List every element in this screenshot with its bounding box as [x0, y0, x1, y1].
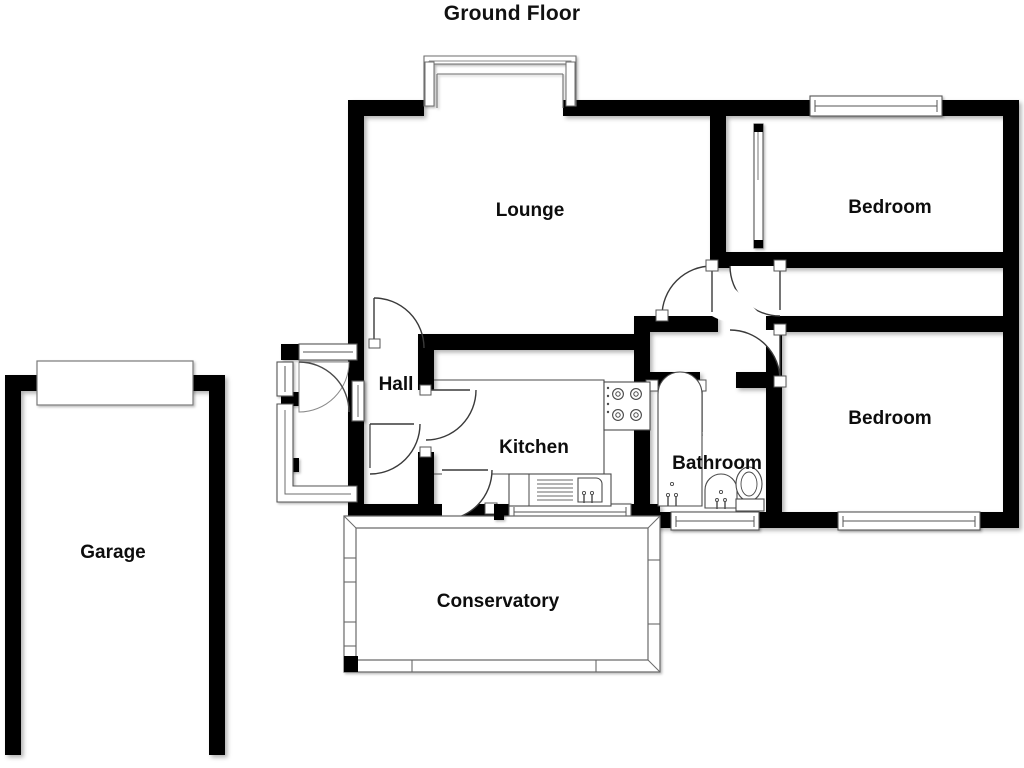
door-hall-lower	[369, 423, 421, 475]
room-label-kitchen: Kitchen	[499, 437, 569, 458]
bathroom-window	[670, 511, 760, 531]
wall-lobby-west	[710, 116, 726, 260]
wall-corridor-south-right	[736, 372, 782, 388]
door-lounge-lobby	[655, 259, 762, 323]
wall-bathroom-bedroom2	[766, 388, 782, 528]
wall-lobby-south-left	[634, 316, 718, 332]
lobby-partition-line	[753, 123, 764, 249]
page-title: Ground Floor	[443, 2, 581, 25]
wall-bedroom2-north	[782, 316, 1019, 332]
porch-door-swing	[298, 361, 350, 413]
kitchen-sink	[508, 473, 612, 507]
wall-north-right	[563, 100, 1019, 116]
door-bedroom2	[729, 323, 787, 388]
bathroom-toilet	[735, 466, 765, 512]
room-label-bathroom: Bathroom	[672, 453, 762, 474]
door-swings	[368, 259, 787, 521]
room-label-bedroom-1: Bedroom	[848, 197, 932, 218]
porch-window-north	[298, 343, 358, 361]
wall-east	[1003, 100, 1019, 528]
wall-hall-kitchen-upper	[418, 334, 434, 390]
bathroom-bath	[657, 371, 703, 507]
porch-glazing-west-lower	[276, 403, 358, 503]
room-label-lounge: Lounge	[495, 200, 565, 221]
wall-bedroom1-south-right	[782, 252, 1019, 268]
room-label-garage: Garage	[80, 542, 146, 563]
room-label-conservatory: Conservatory	[436, 591, 560, 612]
garage-walls	[5, 375, 225, 755]
wall-hall-kitchen-lower	[418, 452, 434, 520]
garage-door	[36, 360, 194, 406]
room-label-bedroom-2: Bedroom	[848, 408, 932, 429]
door-lounge-hall	[368, 297, 425, 349]
wall-lounge-kitchen	[418, 334, 648, 350]
door-hall-kitchen	[419, 384, 477, 458]
garage-structure	[5, 375, 225, 755]
porch-structure	[276, 343, 365, 503]
lounge-bay-window	[423, 55, 577, 108]
wall-north-left	[348, 100, 424, 116]
bedroom1-window	[809, 95, 943, 117]
kitchen-hob	[603, 381, 651, 431]
bathroom-basin	[704, 473, 738, 509]
wall-bedroom1-south	[710, 252, 790, 268]
bedroom2-window	[837, 511, 981, 531]
wall-west-lounge	[348, 100, 424, 516]
hall-side-panel	[351, 380, 365, 422]
porch-window-west	[276, 361, 294, 397]
room-label-hall: Hall	[378, 374, 414, 395]
conservatory-wall-stub	[494, 504, 504, 520]
door-kitchen-conservatory	[441, 469, 498, 521]
conservatory-structure	[343, 515, 661, 673]
